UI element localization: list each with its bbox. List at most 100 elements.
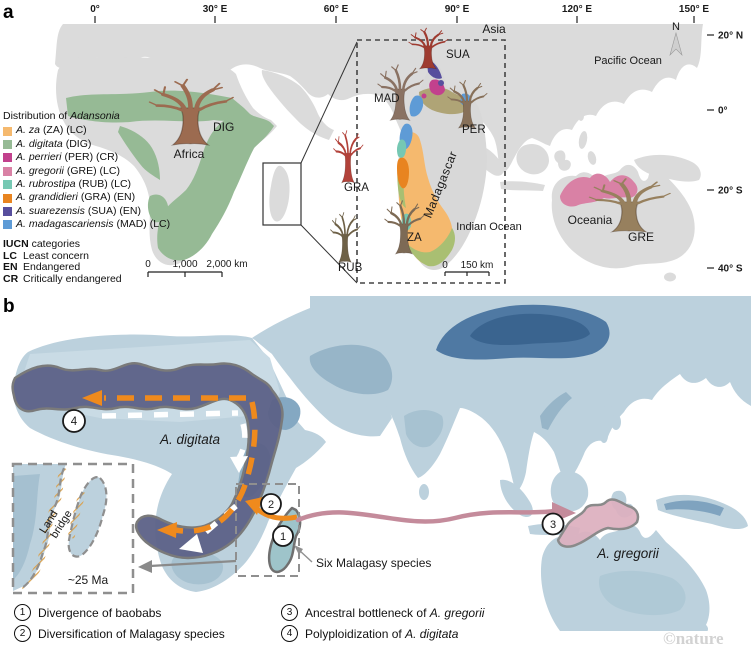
tree-label-za: ZA — [407, 232, 422, 244]
orange-route — [82, 390, 298, 538]
inset-scalebar — [444, 271, 490, 276]
marker-4: 4 — [71, 416, 78, 428]
sulawesi-land — [554, 150, 571, 171]
iucn-title: IUCN categories — [3, 237, 81, 250]
lon-tick-90: 90° E — [445, 4, 470, 15]
legend-swatch — [3, 180, 12, 190]
legend-swatch — [3, 153, 12, 163]
panel-b-map: Land bridge ~25 Ma 4 2 1 3 A. digitata A… — [0, 296, 751, 631]
gray-arrowhead-icon — [138, 560, 152, 573]
legend-item-za: A. za(ZA) (LC) — [3, 124, 183, 137]
legend-item-madagascariensis: A. madagascariensis(MAD) (LC) — [3, 218, 183, 231]
tree-label-gre: GRE — [628, 230, 654, 244]
latitude-axis: 20° N 0° 20° S 40° S — [707, 31, 743, 275]
event-markers: 4 2 1 3 — [62, 409, 565, 547]
legend-item-perrieri: A. perrieri(PER) (CR) — [3, 151, 183, 164]
legend-title: Distribution of Adansonia — [3, 110, 120, 122]
six-malagasy-pointer — [294, 545, 313, 563]
inset-pointer-arrow — [138, 559, 237, 573]
madagascar-small-land — [269, 165, 290, 222]
main-scale-1000: 1,000 — [172, 259, 197, 270]
tree-label-mad: MAD — [374, 93, 400, 105]
borneo-b — [550, 471, 589, 512]
za-region — [398, 132, 453, 265]
legend-item-gregorii: A. gregorii(GRE) (LC) — [3, 165, 183, 178]
tree-label-rub: RUB — [338, 262, 363, 274]
lon-tick-150: 150° E — [679, 4, 709, 15]
main-scalebar: 0 1,000 2,000 km — [145, 259, 248, 277]
caption-2: 2 Diversification of Malagasy species — [14, 625, 225, 642]
main-scale-0: 0 — [145, 259, 151, 270]
six-malagasy-label: Six Malagasy species — [316, 556, 431, 570]
legend-swatch — [3, 220, 12, 230]
marker-1: 1 — [280, 531, 286, 543]
compass-n-label: N — [672, 21, 680, 33]
marker-2: 2 — [268, 499, 274, 511]
panel-b-letter: b — [3, 296, 15, 317]
compass-needle-icon — [669, 31, 683, 57]
legend-swatch — [3, 193, 12, 203]
inset-connector-top — [300, 41, 358, 164]
landbridge-inset-border — [11, 462, 135, 595]
main-scale-2000: 2,000 km — [206, 259, 247, 270]
sumatra-b — [500, 479, 533, 518]
age-label: ~25 Ma — [68, 573, 109, 587]
africa-label: Africa — [174, 147, 205, 161]
longitude-axis: 0° 30° E 60° E 90° E 120° E 150° E — [90, 4, 709, 23]
panel-a-map: Madagascar 0 150 km DIG SUA MAD PER GRA … — [0, 0, 751, 295]
legend-item-digitata: A. digitata(DIG) — [3, 138, 183, 151]
legend-item-suarezensis: A. suarezensis(SUA) (EN) — [3, 205, 183, 218]
orange-arrowhead-south-icon — [157, 522, 177, 538]
compass: N — [669, 21, 683, 57]
gra-region — [397, 157, 409, 189]
malagasy-dashed-box — [235, 483, 300, 577]
digitata-range-band — [11, 362, 284, 560]
pacific-ocean-label: Pacific Ocean — [594, 55, 662, 67]
caption-2-circle: 2 — [14, 625, 31, 642]
caption-1: 1 Divergence of baobabs — [14, 604, 161, 621]
tree-label-per: PER — [462, 124, 486, 136]
orange-solid-arrow — [254, 506, 298, 521]
tree-label-gra: GRA — [344, 182, 369, 194]
inset-scale-150: 150 km — [461, 260, 494, 271]
lon-tick-120: 120° E — [562, 4, 592, 15]
lat-tick-20s: 20° S — [718, 186, 743, 197]
arabia-land — [261, 70, 334, 140]
landbridge-inset: Land bridge ~25 Ma — [11, 462, 135, 595]
white-route — [101, 410, 248, 553]
legend-item-rubrostipa: A. rubrostipa(RUB) (LC) — [3, 178, 183, 191]
asia-label: Asia — [482, 22, 506, 36]
eurasia-land — [55, 24, 703, 173]
orange-arrowhead-west-icon — [82, 390, 102, 406]
lat-tick-0: 0° — [718, 106, 728, 117]
lon-tick-30: 30° E — [203, 4, 228, 15]
legend-item-grandidieri: A. grandidieri(GRA) (EN) — [3, 191, 183, 204]
java-land — [500, 181, 545, 191]
legend-swatch — [3, 166, 12, 176]
madagascar-source-box — [262, 162, 302, 226]
legend-swatch — [3, 139, 12, 149]
caption-3: 3 Ancestral bottleneck of A. gregorii — [281, 604, 484, 621]
inset-scale-0: 0 — [442, 260, 448, 271]
caption-4: 4 Polyploidization of A. digitata — [281, 625, 458, 642]
tree-label-dig: DIG — [213, 120, 234, 134]
lon-tick-60: 60° E — [324, 4, 349, 15]
inset-connector-bottom — [300, 224, 358, 284]
lat-tick-40s: 40° S — [718, 264, 743, 275]
white-arrowhead-down-icon — [230, 456, 248, 473]
caption-1-circle: 1 — [14, 604, 31, 621]
legend-swatch — [3, 206, 12, 216]
orange-arrowhead-madagascar-icon — [245, 497, 263, 515]
indian-ocean-label: Indian Ocean — [456, 221, 521, 233]
inset-border — [356, 39, 506, 284]
panel-a-letter: a — [3, 2, 14, 23]
species-legend: Distribution of Adansonia A. za(ZA) (LC)… — [3, 110, 183, 285]
small-arrowhead-icon — [294, 545, 303, 555]
north-khaki-region — [419, 87, 471, 115]
a-gregorii-label: A. gregorii — [596, 546, 660, 561]
nature-watermark: ©nature — [663, 629, 724, 648]
a-digitata-label: A. digitata — [159, 432, 221, 447]
oceania-label: Oceania — [568, 213, 613, 227]
